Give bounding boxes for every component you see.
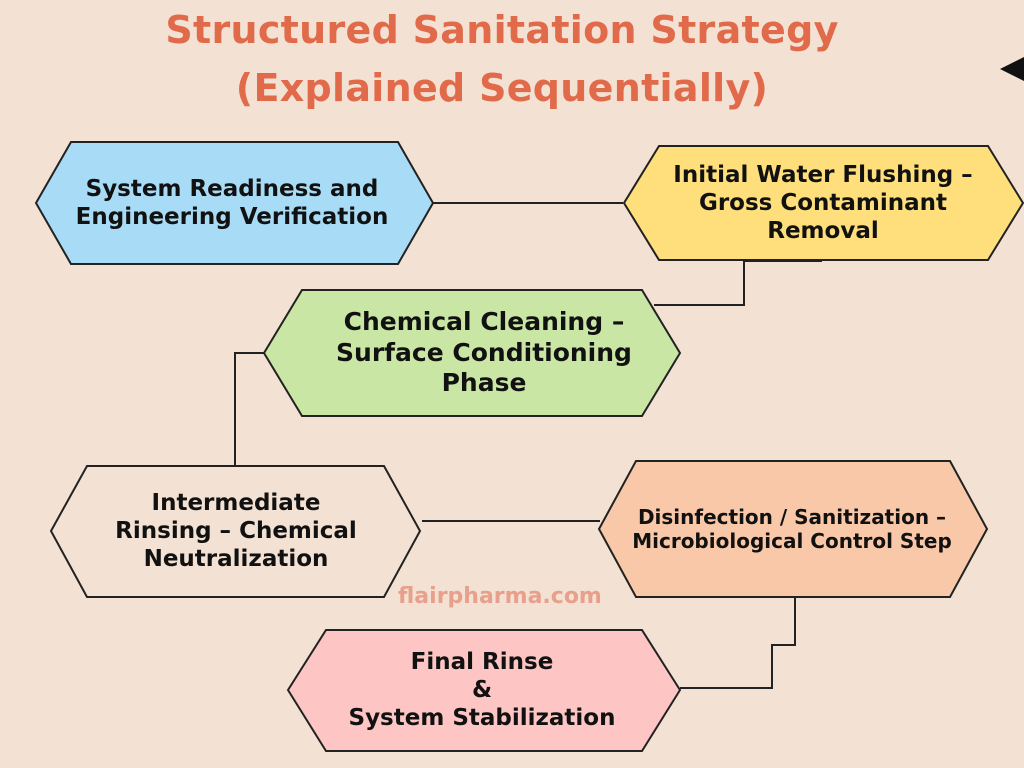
watermark: flairpharma.com: [398, 584, 602, 609]
step-1-label: System Readiness and Engineering Verific…: [75, 175, 389, 230]
step-5-label: Disinfection / Sanitization – Microbiolo…: [632, 504, 952, 553]
diagram-title: Structured Sanitation Strategy: [165, 8, 839, 52]
step-2-label: Initial Water Flushing – Gross Contamina…: [673, 161, 973, 245]
step-6-shape: [286, 629, 682, 752]
step-3-label: Chemical Cleaning – Surface Conditioning…: [336, 307, 632, 398]
connector-3-4: [234, 352, 265, 466]
triangle-left-icon[interactable]: [1000, 56, 1024, 82]
step-4-shape: [49, 465, 422, 598]
connector-5-6: [680, 597, 796, 689]
diagram-subtitle: (Explained Sequentially): [235, 66, 769, 110]
step-5-shape: [597, 460, 989, 598]
step-1-shape: [34, 141, 435, 265]
step-6-label: Final Rinse & System Stabilization: [348, 648, 616, 732]
step-3-shape: [262, 289, 682, 417]
step-2-shape: [622, 145, 1024, 261]
step-4-label: Intermediate Rinsing – Chemical Neutrali…: [115, 489, 357, 573]
